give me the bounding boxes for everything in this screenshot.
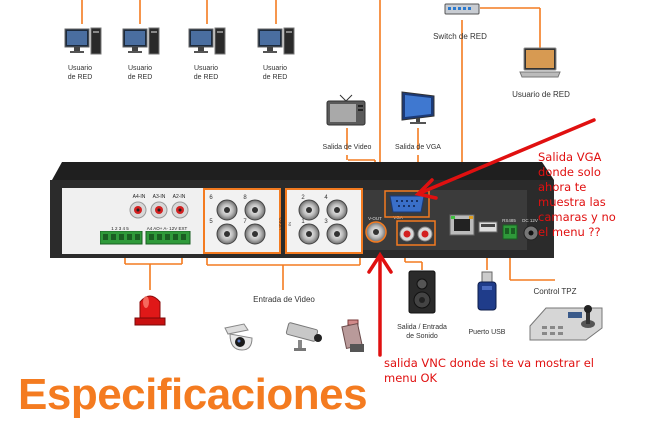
usb-drive-icon: [477, 271, 497, 311]
computer-icon: [122, 27, 160, 55]
dome-camera-icon: [224, 323, 253, 351]
bullet-camera-icon: [285, 322, 322, 351]
network-user-3: [188, 26, 228, 62]
video-in-panel-left: [203, 188, 281, 254]
ptz-label: Control TPZ: [533, 287, 577, 296]
channel-1: 1: [301, 219, 305, 225]
tv-monitor: [324, 93, 368, 129]
laptop-label: Usuario de RED: [512, 90, 570, 99]
switch-icon: [444, 3, 480, 15]
vnc-annotation: salida VNC donde si te va mostrar el men…: [384, 356, 594, 385]
channel-8: 8: [243, 195, 247, 201]
usb-label: Puerto USB: [468, 329, 506, 336]
computer-icon: [188, 27, 226, 55]
vga-out-label: Salida de VGA: [395, 144, 441, 151]
siren-icon: [134, 295, 166, 326]
rs485-terminal: [502, 224, 518, 240]
bnc-connectors: [216, 199, 348, 245]
bullet-camera: [284, 320, 326, 354]
vga-monitor: [398, 90, 438, 126]
video-out-bnc: [365, 221, 387, 243]
alarm-in-label-2: A3-IN: [152, 194, 166, 200]
usb-stick: [474, 270, 500, 314]
monitor-icon: [401, 91, 435, 124]
alarm-siren: [130, 288, 170, 328]
switch-label: Switch de RED: [433, 32, 487, 41]
vga-port: [384, 190, 430, 218]
channel-5: 5: [209, 219, 213, 225]
tv-icon: [326, 94, 366, 126]
terminal-right-label: A4 AO+ A- 12V EXT: [146, 226, 188, 231]
video-input-label: Entrada de Video: [253, 295, 315, 304]
channel-6: 6: [209, 195, 213, 201]
box-camera: [338, 318, 372, 356]
audio-rca-ports: [396, 220, 436, 246]
network-user-4: [257, 26, 297, 62]
speaker-icon: [408, 270, 436, 314]
video-out-port-label: V-OUT: [368, 216, 382, 221]
vga-annotation: Salida VGA donde solo ahora te muestra l…: [538, 150, 616, 239]
network-user-1: [64, 26, 104, 62]
terminal-blocks: [100, 231, 191, 245]
channel-7: 7: [243, 219, 247, 225]
video-out-label: Salida de Video: [322, 144, 372, 151]
network-user-2: [122, 26, 162, 62]
computer-icon: [64, 27, 102, 55]
lan-port: [449, 214, 475, 236]
box-camera-icon: [341, 319, 364, 352]
dc-power-jack: [523, 225, 539, 241]
channel-4: 4: [324, 195, 328, 201]
laptop-user: [518, 46, 562, 82]
alarm-rca-jacks: [129, 201, 189, 219]
ptz-keyboard-icon: [529, 305, 603, 341]
alarm-in-label-3: A2-IN: [172, 194, 186, 200]
channel-3: 3: [324, 219, 328, 225]
dc-label: DC 12V: [522, 218, 538, 223]
alarm-in-label-1: A4-IN: [132, 194, 146, 200]
dome-camera: [222, 320, 256, 354]
channel-2: 2: [301, 195, 305, 201]
video-in-panel-right: [285, 188, 363, 254]
speaker: [406, 270, 438, 314]
usb-port: [478, 221, 498, 233]
page-heading: Especificaciones: [18, 370, 368, 419]
ptz-controller: [526, 300, 606, 344]
terminal-left-label: 1 2 3 4 5: [111, 226, 129, 231]
computer-icon: [257, 27, 295, 55]
network-switch: [444, 0, 480, 20]
laptop-icon: [519, 47, 561, 78]
rs485-label: RS485: [502, 218, 516, 223]
